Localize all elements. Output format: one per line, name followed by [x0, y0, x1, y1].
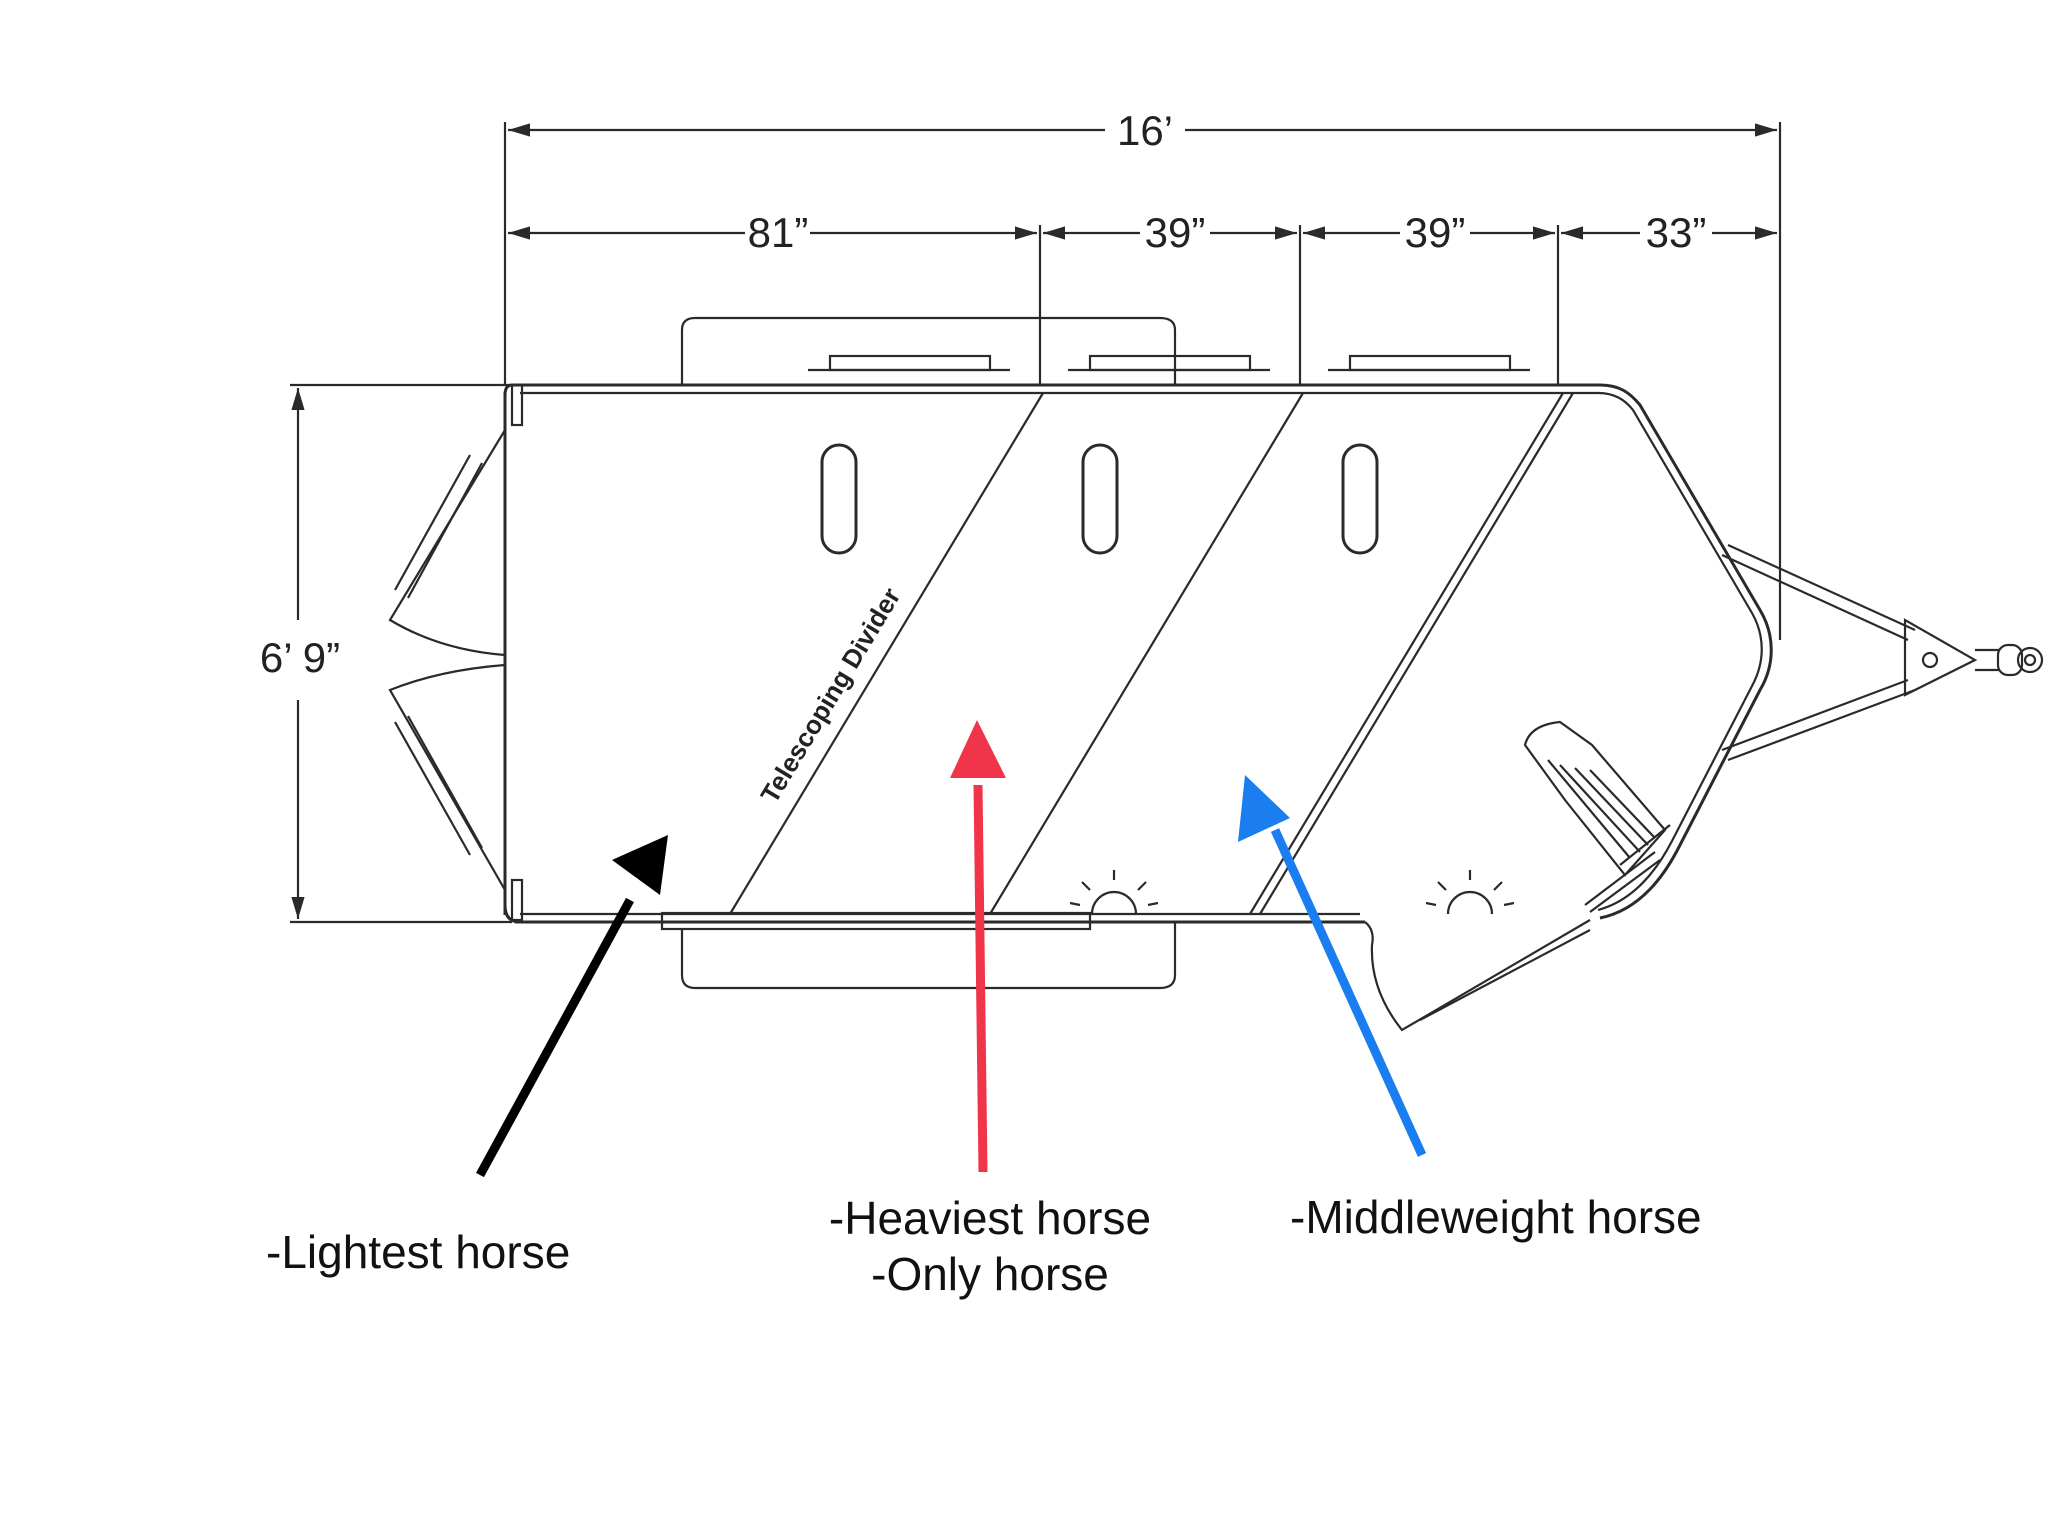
light-icon-1	[1069, 870, 1159, 915]
label-middleweight-line-1: -Middleweight horse	[1290, 1191, 1702, 1243]
arrow-lightest	[476, 897, 634, 1178]
label-heaviest-horse: -Heaviest horse -Only horse	[820, 1190, 1160, 1302]
label-lightest-horse: -Lightest horse	[266, 1225, 570, 1279]
dimension-lines: 16’ 81” 39” 39” 33” 6’ 9”	[260, 107, 1782, 924]
arrow-heaviest-head	[950, 720, 1006, 778]
annotation-arrows	[476, 720, 1427, 1178]
label-heaviest-line-1: -Heaviest horse	[828, 1192, 1152, 1244]
arrow-lightest-head	[612, 835, 668, 895]
dim-overall-length: 16’	[1117, 107, 1173, 154]
label-only-line-2: -Only horse	[871, 1248, 1109, 1300]
arrow-middleweight	[1270, 828, 1427, 1157]
dim-width: 6’ 9”	[260, 634, 340, 681]
divider-label: Telescoping Divider	[754, 583, 906, 809]
label-middleweight-horse: -Middleweight horse	[1290, 1190, 1702, 1244]
arrow-middleweight-head	[1238, 775, 1290, 842]
telescoping-divider	[729, 392, 1044, 915]
light-icon-2	[1425, 870, 1515, 915]
dim-front: 33”	[1646, 209, 1707, 256]
dim-stall-3: 39”	[1405, 209, 1466, 256]
label-lightest-line-1: -Lightest horse	[266, 1226, 571, 1278]
trailer-body: Telescoping Divider	[388, 316, 2044, 1032]
dim-stall-2: 39”	[1145, 209, 1206, 256]
dim-stall-1: 81”	[748, 209, 809, 256]
arrow-heaviest	[973, 784, 988, 1173]
